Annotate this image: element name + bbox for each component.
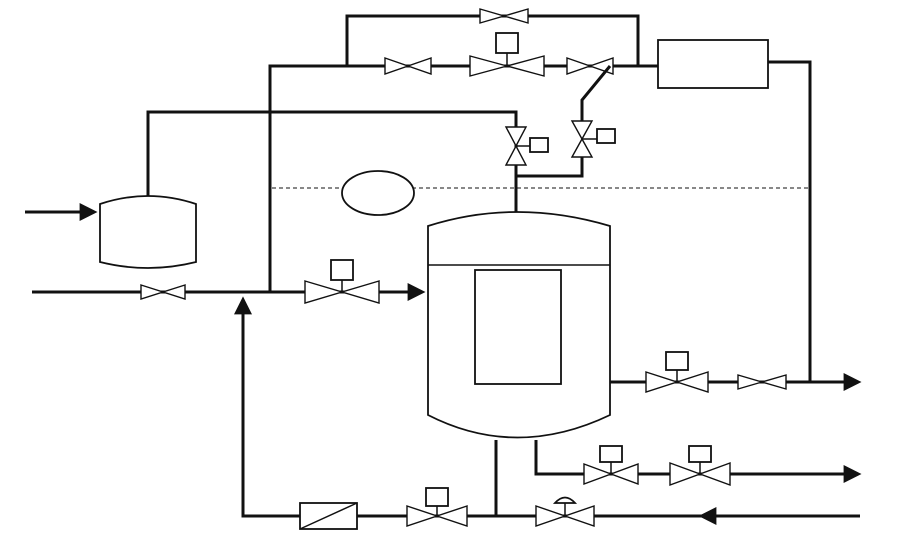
left-vessel [99,195,197,269]
pressure-regulator-valve[interactable] [535,496,595,527]
bottom-outlet-control-valve-1[interactable] [583,445,639,486]
feed-control-valve[interactable] [304,259,380,304]
filter-box [299,502,358,530]
vertical-control-valve-left[interactable] [504,126,549,166]
side-outlet-control-valve[interactable] [645,351,709,393]
recycle-control-valve[interactable] [406,487,468,527]
relief-to-tank-pipe [516,157,584,178]
top-gate-valve-left[interactable] [384,57,432,75]
vent-line [146,110,518,212]
top-bypass-gate-valve[interactable] [479,8,529,24]
recycle-line [234,296,860,518]
main-tank [427,211,611,439]
side-outlet-gate-valve[interactable] [737,374,787,390]
bottom-outlet-line [534,440,862,483]
relief-branch-pipe [580,65,612,121]
level-oval [341,170,415,216]
top-right-unit [657,39,769,89]
right-side-pipe [768,60,812,382]
feed-gate-valve[interactable] [140,284,186,300]
top-control-valve[interactable] [469,32,545,77]
bottom-outlet-control-valve-2[interactable] [669,445,731,487]
vertical-control-valve-right[interactable] [570,120,616,158]
